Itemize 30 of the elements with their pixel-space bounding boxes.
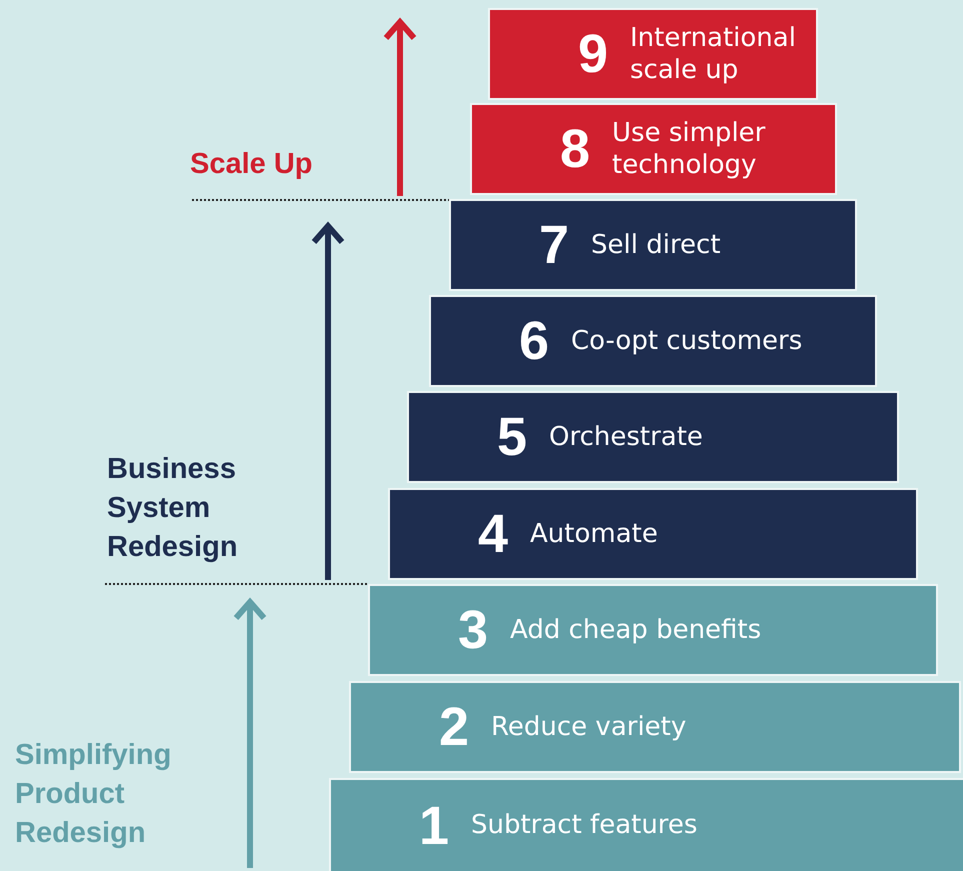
stage-heading: Scale Up xyxy=(190,147,314,182)
step-number: 4 xyxy=(476,507,508,561)
step-bar xyxy=(329,778,963,871)
step-number: 2 xyxy=(438,700,469,754)
step-bar xyxy=(429,295,877,387)
step-bar xyxy=(470,103,837,195)
step-label: Subtract features xyxy=(471,809,698,842)
step-label: International scale up xyxy=(630,22,797,86)
step-label: Add cheap benefits xyxy=(510,614,762,646)
step-number: 5 xyxy=(496,410,527,464)
stage-heading: Simplifying Product Redesign xyxy=(15,738,172,852)
step-label: Orchestrate xyxy=(549,420,704,453)
step-number: 1 xyxy=(418,798,449,852)
step-bar xyxy=(449,199,857,291)
step-number: 8 xyxy=(558,122,590,176)
step-bar xyxy=(388,488,918,580)
step-label: Reduce variety xyxy=(491,710,688,743)
step-bar xyxy=(368,584,938,676)
step-bar xyxy=(349,681,961,773)
step-number: 9 xyxy=(576,27,608,81)
step-bar xyxy=(488,8,818,100)
step-label: Use simpler technology xyxy=(612,116,766,182)
step-number: 6 xyxy=(518,314,549,368)
step-number: 7 xyxy=(538,218,569,272)
step-label: Sell direct xyxy=(591,228,722,261)
step-bar xyxy=(407,391,899,483)
stage-heading: Business System Redesign xyxy=(107,452,239,566)
step-label: Co-opt customers xyxy=(571,324,804,357)
step-label: Automate xyxy=(530,518,659,550)
step-number: 3 xyxy=(456,603,488,657)
